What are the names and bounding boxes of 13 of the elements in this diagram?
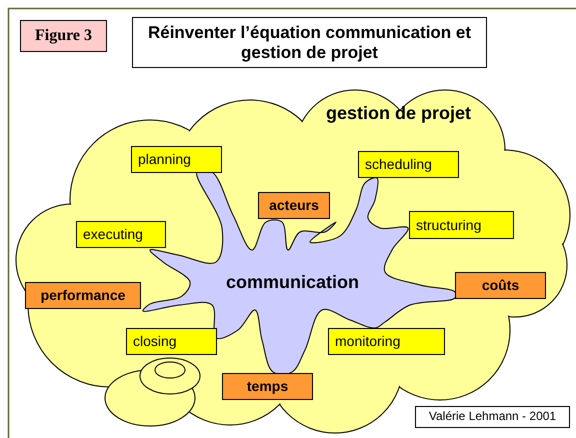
factor-box: acteurs	[258, 192, 330, 219]
shape-label: gestion de projet	[326, 103, 472, 124]
figure-tag: Figure 3	[20, 20, 107, 52]
task-box: structuring	[409, 211, 514, 239]
task-box: closing	[126, 328, 217, 355]
task-box: planning	[131, 146, 222, 173]
task-box: monitoring	[328, 328, 445, 355]
factor-box: temps	[222, 373, 313, 400]
shape-label: communication	[226, 272, 360, 293]
task-box: scheduling	[358, 151, 459, 178]
factor-box: coûts	[455, 272, 546, 299]
task-box: executing	[76, 221, 166, 248]
title-box: Réinventer l’équation communication et gestion de projet	[132, 17, 487, 68]
